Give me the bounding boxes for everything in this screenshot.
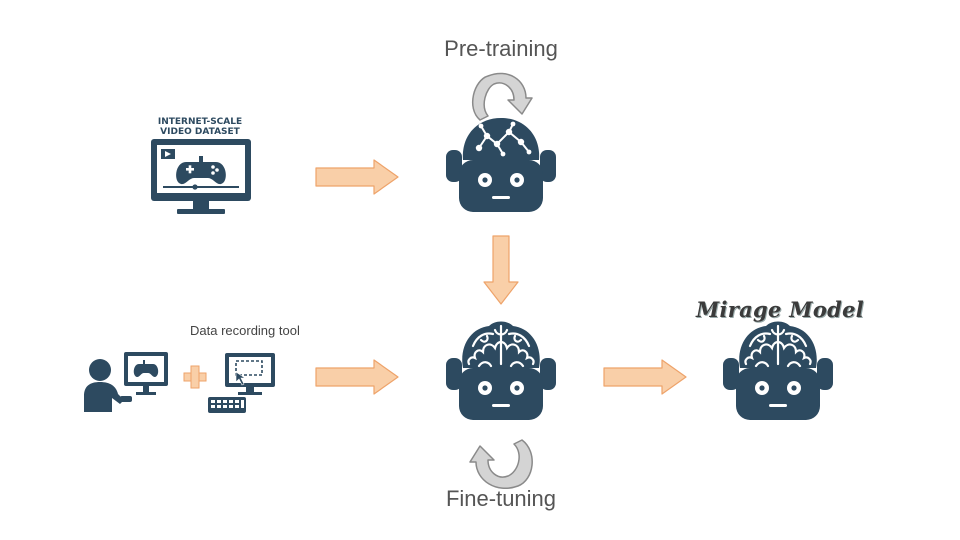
video-dataset-label: INTERNET-SCALE VIDEO DATASET	[140, 117, 260, 137]
finetuning-label: Fine-tuning	[445, 486, 557, 511]
flow-arrow-down-icon	[483, 235, 519, 305]
robot-network-head-icon	[446, 118, 556, 212]
robot-brain-head-icon	[446, 320, 556, 420]
flow-arrow-icon	[315, 159, 399, 195]
recording-computer-icon	[225, 353, 275, 395]
keyboard-icon	[208, 397, 246, 413]
robot-brain-head-icon	[723, 320, 833, 420]
flow-arrow-icon	[603, 359, 687, 395]
flow-arrow-icon	[315, 359, 399, 395]
video-dataset-label-line1: INTERNET-SCALE	[157, 117, 243, 127]
gamer-person-icon	[84, 352, 168, 412]
loop-arrow-icon	[471, 72, 533, 121]
mirage-model-label: Mirage Model	[695, 297, 865, 322]
plus-icon	[183, 365, 207, 389]
data-recording-tool-label: Data recording tool	[190, 323, 300, 338]
loop-arrow-icon	[469, 439, 533, 490]
monitor-gamepad-icon	[151, 139, 251, 214]
video-dataset-label-line2: VIDEO DATASET	[160, 127, 240, 137]
pretraining-label: Pre-training	[444, 36, 558, 61]
